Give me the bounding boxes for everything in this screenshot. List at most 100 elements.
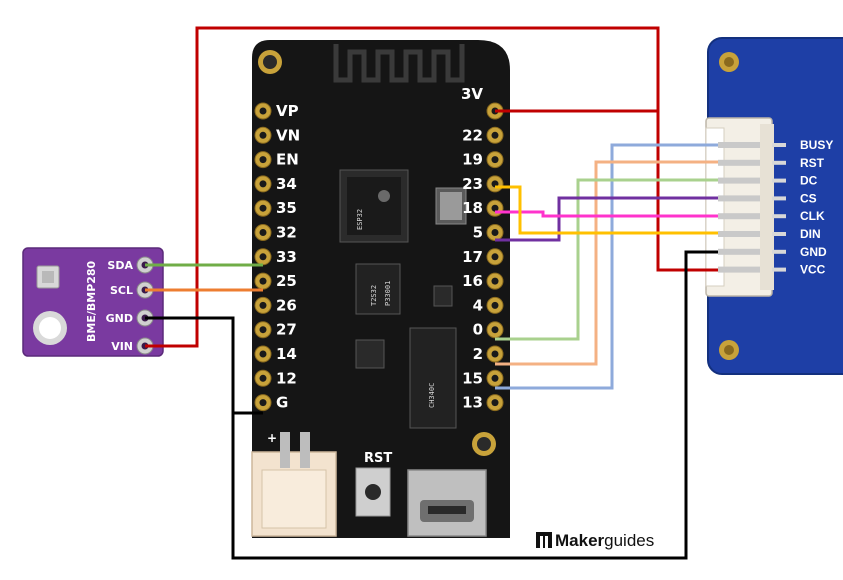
board-pin-label: 14: [276, 345, 297, 363]
epd-pin-cs: [772, 196, 786, 201]
board-pin-label: 22: [462, 126, 483, 144]
sensor-pin-label: SCL: [110, 284, 133, 297]
board-pin-label: 16: [462, 272, 483, 290]
esp-chip-marking: ESP32: [356, 209, 364, 230]
epd-pin-label: RST: [800, 156, 825, 170]
board-pin-hole: [259, 107, 267, 115]
board-pin-hole: [491, 399, 499, 407]
board-pin-label: G: [276, 394, 288, 412]
board-pin-label: 5: [473, 224, 483, 242]
board-pin-hole: [491, 277, 499, 285]
board-pin-label: 19: [462, 151, 483, 169]
board-pin-hole: [259, 301, 267, 309]
epd-pin-gnd: [772, 249, 786, 254]
wire-rst: [495, 160, 718, 366]
sensor-pin-label: VIN: [111, 340, 133, 353]
epd-pin-contact: [718, 195, 760, 202]
esp32-chip: ESP32: [339, 169, 409, 243]
board-pin-label: 3V: [461, 85, 483, 103]
board-pin-hole: [259, 326, 267, 334]
epd-pin-dc: [772, 178, 786, 183]
board-pin-hole: [259, 204, 267, 212]
usb-serial-chip: CH340C: [409, 327, 457, 429]
board-pin-hole: [491, 301, 499, 309]
board-pin-label: 12: [276, 369, 297, 387]
board-pin-label: 18: [462, 199, 483, 217]
epd-pin-rst: [772, 160, 786, 165]
wire-ground-display: [231, 250, 718, 560]
wire-ground-sensor: [145, 316, 263, 415]
sensor-pin-label: SDA: [107, 259, 133, 272]
board-pin-hole: [491, 156, 499, 164]
reset-label: RST: [364, 451, 392, 466]
wire-power-vcc: [145, 26, 718, 348]
reset-button[interactable]: [355, 467, 391, 517]
board-pin-label: 17: [462, 248, 483, 266]
board-pin-hole: [491, 253, 499, 261]
wire-cs: [495, 196, 718, 242]
makerguides-logo-icon: [536, 532, 552, 548]
pcb-antenna: [333, 44, 465, 83]
usb-chip-marking: CH340C: [428, 383, 436, 408]
epd-pin-clk: [772, 214, 786, 219]
sensor-pin-label: GND: [106, 312, 133, 325]
sensor-name-label: BME/BMP280: [85, 260, 98, 342]
board-pin-hole: [259, 374, 267, 382]
board-pin-hole: [491, 374, 499, 382]
board-pin-hole: [491, 326, 499, 334]
brand-suffix: guides: [604, 531, 655, 550]
epd-pin-label: CS: [800, 191, 817, 205]
wire-din: [495, 185, 718, 235]
board-pin-hole: [259, 350, 267, 358]
epd-pin-contact: [718, 142, 760, 148]
board-pin-hole: [259, 229, 267, 236]
board-pin-hole: [259, 131, 267, 139]
epd-pin-contact: [718, 266, 760, 273]
epd-pin-busy: [772, 143, 786, 147]
regulator-chip: T2S32 P33001: [355, 263, 401, 315]
board-pin-hole: [259, 253, 267, 261]
epd-pin-label: BUSY: [800, 138, 833, 152]
epd-pin-contact: [718, 177, 760, 184]
crystal-component: [435, 187, 467, 225]
board-pin-hole: [259, 180, 267, 188]
board-pin-hole: [259, 277, 267, 285]
brand-prefix: Maker: [555, 531, 605, 550]
wire-busy: [495, 143, 718, 390]
regulator-marking-2: P33001: [384, 281, 392, 306]
board-pin-label: 33: [276, 248, 297, 266]
epd-pin-contact: [718, 231, 760, 237]
board-pin-hole: [491, 131, 499, 139]
battery-connector: [251, 432, 337, 537]
board-pin-label: 0: [473, 321, 483, 339]
epd-pin-label: CLK: [800, 209, 825, 223]
wire-clk: [495, 210, 718, 218]
board-pin-hole: [491, 350, 499, 358]
micro-usb-port[interactable]: [407, 469, 487, 537]
epd-pin-label: VCC: [800, 263, 826, 277]
board-pin-label: 25: [276, 272, 297, 290]
board-pin-label: 27: [276, 321, 297, 339]
board-pin-label: 32: [276, 224, 297, 242]
board-pin-hole: [259, 156, 267, 164]
regulator-marking: T2S32: [370, 285, 378, 306]
epd-pin-label: DIN: [800, 227, 821, 241]
board-pin-label: VP: [276, 102, 299, 120]
battery-plus-label: +: [267, 431, 277, 445]
makerguides-logo: Makerguides: [536, 531, 654, 551]
wire-dc: [495, 178, 718, 341]
board-pin-label: 26: [276, 296, 297, 314]
esp32-lolin-board: ESP32 T2S32 P33001 CH340C + RST: [251, 40, 510, 538]
board-pin-label: 23: [462, 175, 483, 193]
bme280-sensor-board: BME/BMP280 SDA SCL GND VIN: [22, 247, 164, 357]
wires: [145, 26, 718, 560]
board-pin-label: 13: [462, 394, 483, 412]
epd-pin-vcc: [772, 267, 786, 272]
epd-pin-contact: [718, 159, 760, 166]
board-pin-label: 4: [473, 296, 483, 314]
board-pin-label: 34: [276, 175, 297, 193]
epd-pin-label: GND: [800, 245, 827, 259]
board-pin-label: VN: [276, 126, 300, 144]
